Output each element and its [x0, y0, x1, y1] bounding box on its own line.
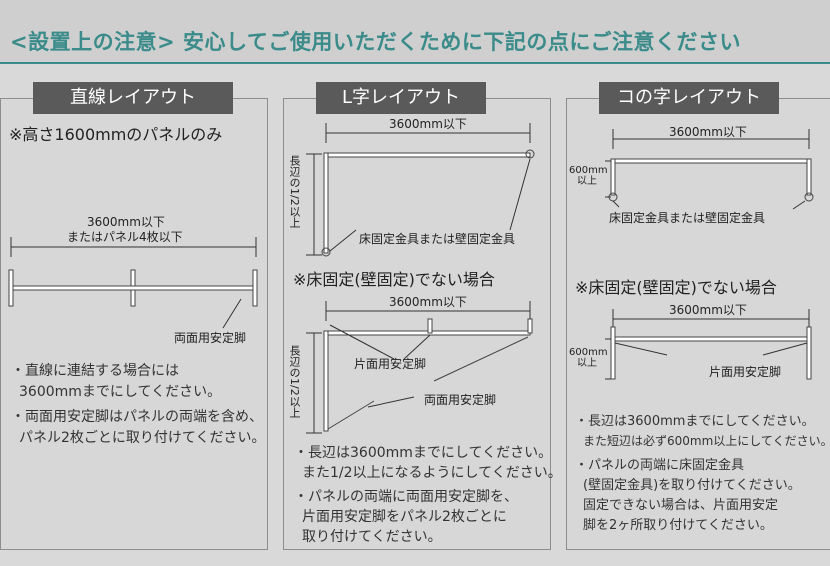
u-side2-label: 600mm 以上: [569, 347, 608, 369]
l-vert-label-text: 長辺の1/2以上: [288, 155, 301, 228]
l-diagram-1: [306, 123, 535, 257]
u-note-5: 固定できない場合は、片面用安定: [583, 498, 779, 513]
u-condition: ※床固定(壁固定)でない場合: [575, 278, 777, 297]
u-dim2: 3600mm以下: [669, 303, 747, 317]
tab-straight-layout: 直線レイアウト: [33, 82, 233, 114]
straight-note-3: ・両面用安定脚はパネルの両端を含め、: [11, 409, 263, 425]
l-dim2: 3600mm以下: [389, 295, 467, 309]
l-vert-label2: 長辺の1/2以上: [288, 345, 301, 421]
u-note-1: ・長辺は3600mmまでにしてください。: [575, 414, 815, 429]
l-note-1: ・長辺は3600mmまでにしてください。: [294, 445, 553, 461]
straight-callout: 両面用安定脚: [174, 331, 247, 345]
u-callout2: 片面用安定脚: [709, 365, 782, 379]
l-condition: ※床固定(壁固定)でない場合: [293, 270, 495, 289]
l-note-4: 片面用安定脚をパネル2枚ごとに: [302, 509, 507, 525]
straight-note-2: 3600mmまでにしてください。: [19, 384, 222, 400]
u-side2-label-2: 以上: [577, 358, 597, 369]
tab-l-layout: L字レイアウト: [316, 82, 486, 114]
u-side-label-1: 600mm: [569, 165, 608, 176]
l-note-5: 取り付けてください。: [302, 529, 442, 545]
u-side-label-2: 以上: [577, 176, 597, 187]
u-note-6: 脚を2ヶ所取り付けてください。: [583, 518, 773, 533]
u-note-2: また短辺は必ず600mm以上にしてください。: [583, 434, 830, 448]
u-callout1: 床固定金具または壁固定金具: [609, 211, 766, 225]
u-note-3: ・パネルの両端に床固定金具: [575, 458, 745, 473]
straight-dim-line2: またはパネル4枚以下: [67, 230, 183, 244]
l-callout2: 片面用安定脚: [354, 357, 427, 371]
header-rule: [0, 62, 830, 64]
l-vert-label: 長辺の1/2以上: [288, 155, 301, 231]
u-side2-label-1: 600mm: [569, 347, 608, 358]
l-vert-label2-text: 長辺の1/2以上: [288, 345, 301, 418]
straight-note-1: ・直線に連結する場合には: [11, 363, 179, 379]
u-side-label: 600mm 以上: [569, 165, 608, 187]
u-diagram-2: [605, 309, 812, 380]
l-callout1: 床固定金具または壁固定金具: [359, 232, 516, 246]
l-diagram-2: [306, 301, 533, 434]
u-diagram-1: [605, 129, 814, 210]
l-note-2: また1/2以上になるようにしてください。: [302, 465, 562, 481]
panel-straight: 直線レイアウト ※高さ1600mmのパネルのみ 3600mm以下 またはパネル4…: [0, 82, 268, 550]
header-bar: <設置上の注意> 安心してご使用いただくために下記の点にご注意ください: [0, 0, 830, 64]
u-dim1: 3600mm以下: [669, 125, 747, 139]
l-dim1: 3600mm以下: [389, 117, 467, 131]
panel-u-shape: コの字レイアウト 3600mm以下 600mm 以上 床固定金具または壁固定金具…: [566, 82, 830, 550]
tab-u-layout: コの字レイアウト: [599, 82, 779, 114]
straight-subtitle: ※高さ1600mmのパネルのみ: [9, 125, 223, 144]
straight-dim-line1: 3600mm以下: [87, 215, 165, 229]
panel-l-shape: L字レイアウト 3600mm以下 長辺の1/2以上 床固定金具または壁固定金具 …: [283, 82, 562, 550]
page-title: <設置上の注意> 安心してご使用いただくために下記の点にご注意ください: [10, 30, 741, 54]
l-note-3: ・パネルの両端に両面用安定脚を、: [294, 489, 518, 505]
l-callout3: 両面用安定脚: [424, 393, 497, 407]
u-note-4: (壁固定金具)を取り付けてください。: [583, 478, 801, 493]
straight-diagram: [8, 237, 258, 329]
straight-note-4: パネル2枚ごとに取り付けてください。: [19, 430, 266, 446]
